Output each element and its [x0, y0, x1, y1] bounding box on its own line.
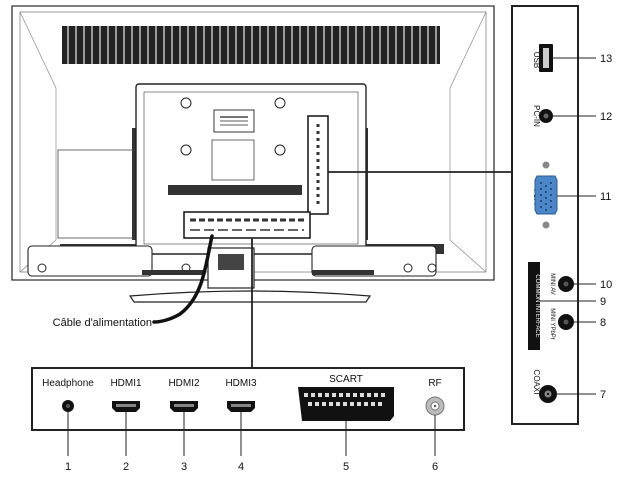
- usb-label: USB: [532, 52, 541, 68]
- vga-port-icon: [534, 161, 558, 229]
- top-vent: [62, 26, 440, 64]
- callout-8: 8: [600, 317, 606, 329]
- coaxi-label: COAXI: [532, 370, 541, 395]
- callout-7: 7: [600, 389, 606, 401]
- callout-5: 5: [343, 461, 349, 473]
- coax-jack-icon: [539, 385, 557, 403]
- tv-bottom-port-strip: [183, 211, 311, 239]
- right-speaker: [311, 245, 437, 277]
- av-jack-icon: [558, 276, 574, 292]
- hdmi-port-icon: [112, 401, 140, 412]
- callout-4: 4: [238, 461, 244, 473]
- left-speaker: [27, 245, 153, 277]
- side-port-panel: USB PC-IN VGA MINI AV MINI YPbPr COAXI C…: [511, 5, 612, 425]
- callout-2: 2: [123, 461, 129, 473]
- audio-jack-icon: [539, 109, 553, 123]
- vesa-screw-holes: [180, 97, 286, 156]
- headphone-jack-icon: [62, 400, 74, 412]
- common-interface-label: COMMON INTERFACE: [534, 274, 540, 337]
- mini-ypbpr-label: MINI YPbPr: [549, 308, 555, 340]
- hdmi1-label: HDMI1: [110, 378, 142, 389]
- power-cable: Câble d'alimentation: [53, 234, 214, 329]
- housing-vent: [168, 185, 302, 195]
- tv-side-port-strip: [307, 115, 329, 215]
- scart-port-icon: [298, 387, 394, 421]
- hdmi2-label: HDMI2: [168, 378, 200, 389]
- ci-slot-icon: COMMON INTERFACE: [528, 262, 540, 350]
- callout-6: 6: [432, 461, 438, 473]
- tv-back: [11, 5, 495, 303]
- callout-12: 12: [600, 111, 612, 123]
- ypbpr-jack-icon: [558, 314, 574, 330]
- callout-1: 1: [65, 461, 71, 473]
- pc-in-label: PC-IN: [532, 105, 541, 127]
- scart-label: SCART: [329, 374, 363, 385]
- rf-label: RF: [428, 378, 441, 389]
- bottom-port-panel: Headphone HDMI1 HDMI2 HDMI3 SCART RF: [31, 367, 465, 473]
- callout-9: 9: [600, 296, 606, 308]
- headphone-label: Headphone: [42, 378, 94, 389]
- hdmi3-label: HDMI3: [225, 378, 257, 389]
- callout-13: 13: [600, 53, 612, 65]
- hdmi-port-icon: [227, 401, 255, 412]
- power-cable-label: Câble d'alimentation: [53, 317, 152, 329]
- callout-11: 11: [600, 191, 611, 203]
- usb-port-icon: [539, 44, 553, 72]
- rf-coax-port-icon: [425, 396, 445, 416]
- mini-av-label: MINI AV: [549, 273, 555, 295]
- callout-10: 10: [600, 279, 612, 291]
- hdmi-port-icon: [170, 401, 198, 412]
- callout-3: 3: [181, 461, 187, 473]
- tv-stand: [128, 247, 372, 303]
